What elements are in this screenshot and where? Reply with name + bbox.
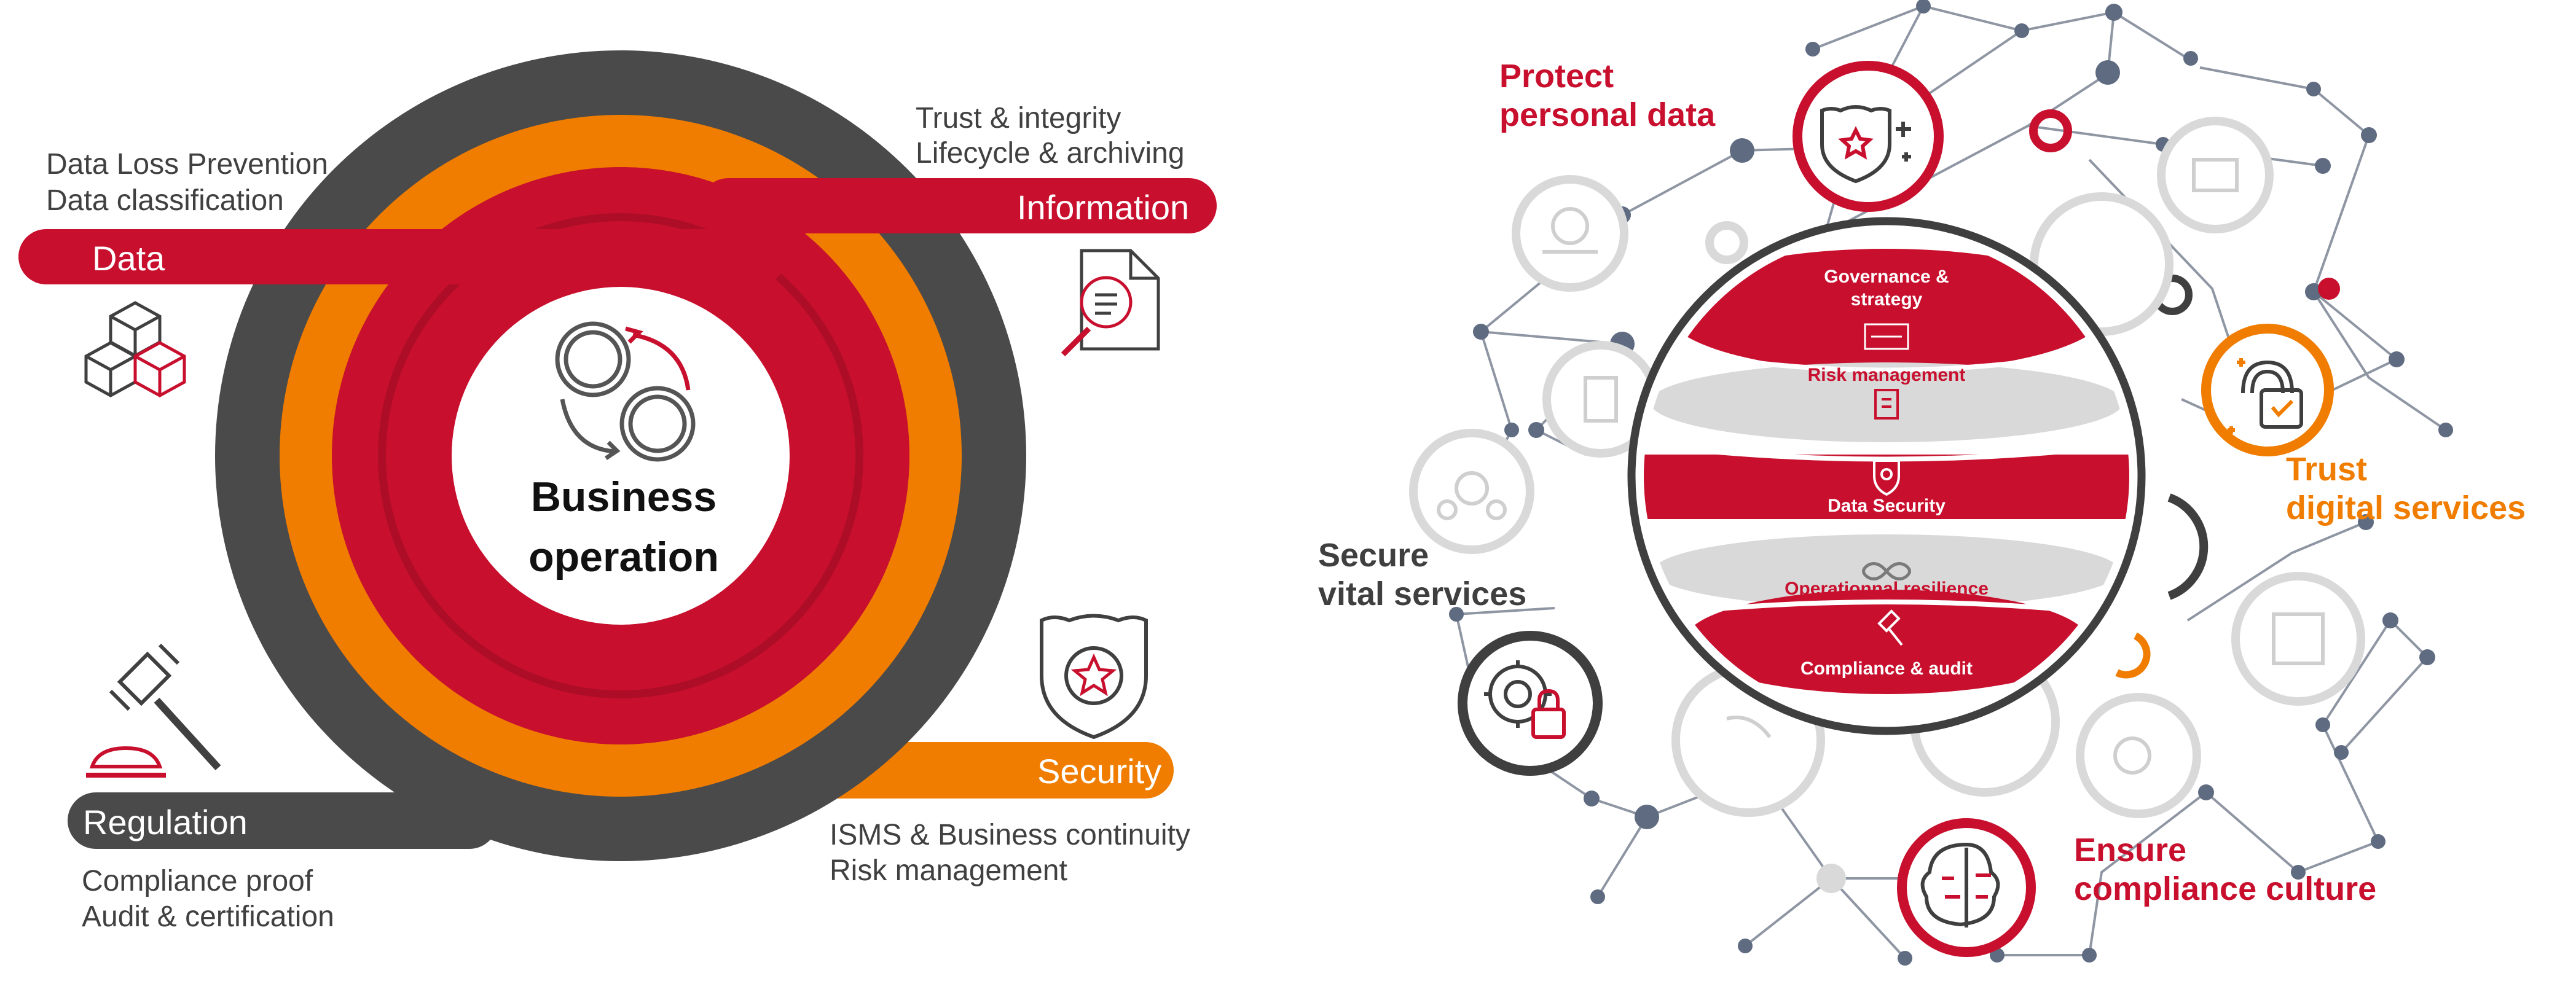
layer-operational-resilience: Operationnal resilience [1785,579,1989,599]
security-note-2: Risk management [830,854,1067,887]
secure-label-line1: Secure [1318,537,1429,574]
bitcoin-network-icon [1512,175,1628,292]
team-network-icon [1409,429,1534,554]
audit-gavel-icon [1877,609,1903,646]
infinity-icon [1862,562,1911,580]
layer-compliance-audit: Compliance & audit [1800,658,1973,679]
data-band [18,229,787,284]
information-note-2: Lifecycle & archiving [916,137,1185,170]
center-title-line2: operation [528,534,719,580]
layer-data-security: Data Security [1828,496,1946,516]
gray-icon-glyphs [1437,158,2325,775]
security-label: Security [1037,752,1161,791]
monitor-robot-icon [2157,117,2274,233]
cubes-icon [84,301,186,397]
health-screen-icon [2231,572,2365,706]
regulation-label: Regulation [83,803,248,842]
data-label: Data [92,239,165,278]
brain-icon [1920,842,2000,928]
data-security-shield-icon [1873,459,1900,496]
ensure-label-line1: Ensure [2074,832,2186,869]
fingerprint-lock-icon [2228,358,2303,434]
protect-label-line1: Protect [1499,58,1614,95]
arc-accent-dark [2167,493,2209,600]
protect-label-line2: personal data [1499,96,1716,133]
information-note-1: Trust & integrity [916,102,1121,135]
gear-lock-icon [1484,660,1566,739]
exchange-icon [555,321,696,462]
regulation-band [68,792,498,849]
ring-accent-red [2029,109,2072,152]
arc-accent-orange [2115,632,2151,679]
document-search-icon [1061,249,1160,357]
ensure-circle [1897,818,2036,957]
regulation-note-2: Audit & certification [82,900,334,933]
secure-circle [1458,631,1603,776]
ensure-label-line2: compliance culture [2074,870,2376,907]
risk-board-icon [1874,389,1899,420]
trust-label-line1: Trust [2286,451,2367,488]
center-title-line1: Business [531,474,717,520]
layer-risk-management: Risk management [1808,365,1966,385]
layer-governance-line1: Governance & [1824,267,1949,287]
data-note-1: Data Loss Prevention [46,148,328,181]
trust-circle [2201,324,2334,456]
information-band [701,178,1217,233]
regulation-note-1: Compliance proof [82,865,313,897]
shield-star-icon [1040,614,1148,740]
shield-user-icon [1820,105,1911,184]
center-disc [452,287,790,625]
information-label: Information [1017,188,1189,227]
left-diagram: Data Information Security Regulation Dat… [18,50,1217,933]
data-note-2: Data classification [46,184,284,217]
cloud-search-icon [2076,693,2201,818]
security-note-1: ISMS & Business continuity [830,819,1190,851]
layer-governance-line2: strategy [1851,289,1923,310]
protect-circle [1793,61,1944,212]
ring-accent-gray [1705,221,1748,264]
secure-label-line2: vital services [1318,576,1526,612]
governance-icon [1864,323,1909,350]
right-diagram: Governance & strategy Risk management Da… [1318,0,2526,966]
trust-label-line2: digital services [2286,490,2526,526]
gavel-icon [86,643,221,778]
globe: Governance & strategy Risk management Da… [1627,217,2146,735]
